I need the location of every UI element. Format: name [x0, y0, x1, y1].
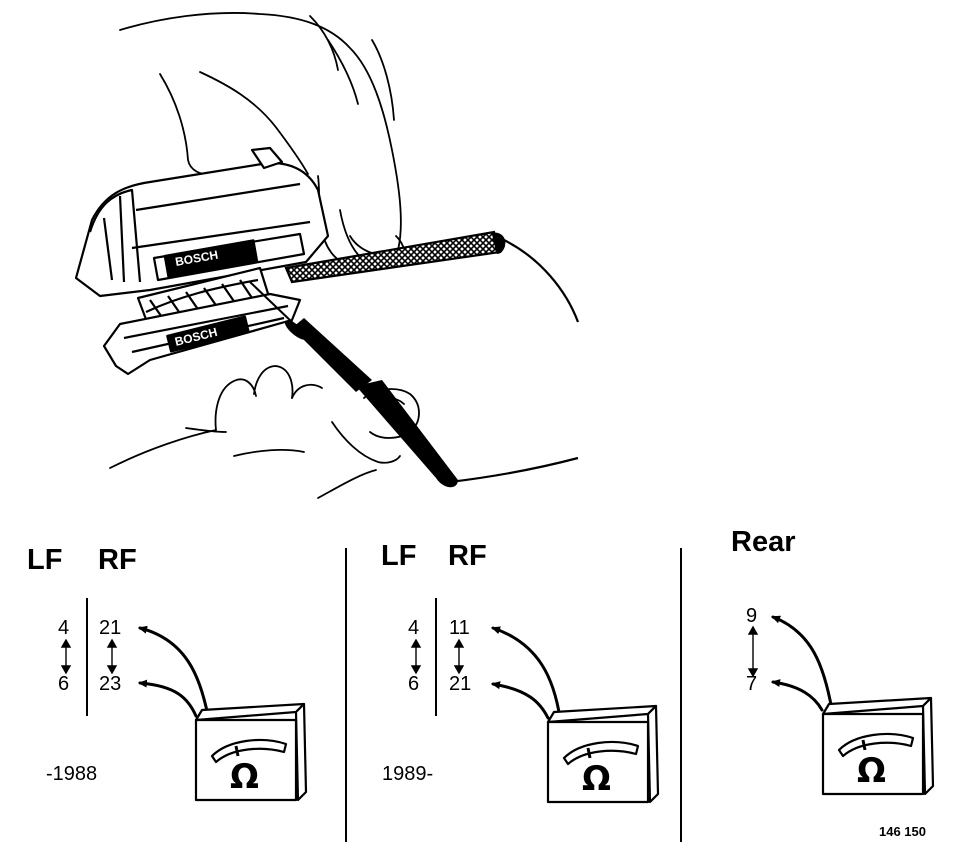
- figure-reference-number: 146 150: [879, 824, 926, 839]
- panel-3-header-rear: Rear: [731, 526, 796, 558]
- panel-2-pin-left-bottom: 6: [408, 673, 420, 695]
- panel-1-ohm-symbol: Ω: [230, 757, 259, 797]
- cable-icon: [284, 230, 580, 323]
- panel-1-header-lf: LF: [27, 544, 63, 576]
- test-probe-icon: [249, 281, 579, 488]
- panel-1-years: -1988: [46, 763, 98, 785]
- panel-1-pin-left-top: 4: [58, 617, 70, 639]
- panel-2-header-rf: RF: [448, 540, 487, 572]
- panel-1-pin-left-bottom: 6: [58, 673, 70, 695]
- panel-2-header-lf: LF: [381, 540, 417, 572]
- upper-hand-icon: [119, 12, 406, 269]
- connector-icon: [74, 146, 330, 376]
- pin-pair-arrows: [60, 625, 759, 678]
- panel-2-years: 1989-: [382, 763, 434, 785]
- panel-2-ohm-symbol: Ω: [582, 759, 611, 799]
- ohmmeter-icon: [546, 704, 660, 804]
- panel-3-ohm-symbol: Ω: [857, 751, 886, 791]
- panel-3-pin-top: 9: [746, 605, 758, 627]
- panel-2-pin-right-top: 11: [449, 617, 470, 639]
- panel-3-pin-bottom: 7: [746, 673, 758, 695]
- panel-1-pin-right-top: 21: [99, 617, 122, 639]
- panel-2-pin-right-bottom: 21: [449, 673, 472, 695]
- lower-hand-icon: [109, 365, 420, 499]
- ohmmeter-icon: [821, 696, 935, 796]
- panel-2-pin-left-top: 4: [408, 617, 420, 639]
- panel-1-pin-right-bottom: 23: [99, 673, 122, 695]
- panel-1-header-rf: RF: [98, 544, 137, 576]
- meter-lead-arrows: [138, 615, 834, 720]
- ohmmeter-icon: [194, 702, 308, 802]
